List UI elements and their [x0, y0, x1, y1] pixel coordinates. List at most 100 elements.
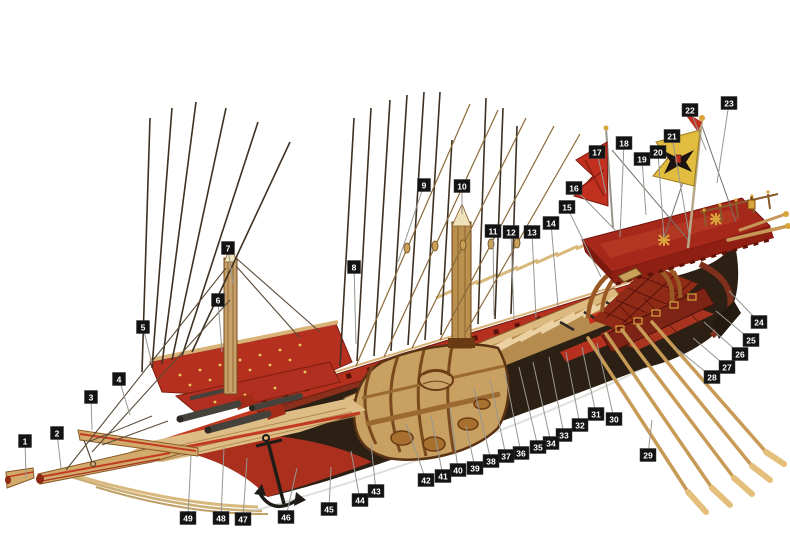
callout-number: 27 [722, 363, 732, 373]
callout-14: 14 [542, 216, 560, 307]
callout-number: 22 [685, 106, 695, 116]
leader-line [370, 443, 377, 492]
callout-box [571, 418, 589, 432]
callout-43: 43 [367, 443, 385, 498]
leader-line [581, 346, 597, 415]
callout-box [529, 440, 547, 454]
leader-line [449, 406, 459, 471]
callout-41: 41 [430, 415, 452, 483]
callout-box [681, 103, 699, 117]
leader-line [430, 415, 444, 477]
callout-3: 3 [84, 390, 98, 431]
callout-number: 1 [23, 437, 28, 447]
callout-number: 11 [489, 227, 498, 237]
callout-box [434, 469, 452, 483]
callout-box [502, 225, 520, 239]
callout-box [18, 434, 32, 448]
bow-spur [5, 447, 187, 489]
callout-number: 29 [643, 451, 653, 461]
callout-number: 28 [707, 373, 717, 383]
callout-box [555, 428, 573, 442]
callout-15: 15 [558, 200, 602, 278]
leader-line [350, 450, 361, 501]
callout-number: 6 [216, 296, 221, 306]
leader-line [328, 466, 332, 510]
callout-number: 48 [216, 514, 226, 524]
callout-box [588, 145, 606, 159]
leader-line [489, 379, 507, 457]
callout-box [703, 370, 721, 384]
winch [418, 369, 454, 391]
callout-number: 3 [89, 393, 94, 403]
callout-48: 48 [212, 446, 230, 525]
leader-line [518, 366, 539, 448]
callout-box [639, 448, 657, 462]
leader-line [641, 158, 647, 216]
callout-box [221, 241, 235, 255]
callout-box [367, 484, 385, 498]
leader-line [397, 184, 425, 263]
callout-number: 30 [609, 415, 619, 425]
stern-canopy [581, 197, 774, 286]
callout-36: 36 [504, 372, 530, 460]
callout-44: 44 [350, 450, 369, 507]
callout-box [211, 293, 225, 307]
callout-47: 47 [234, 457, 252, 526]
callout-box [234, 512, 252, 526]
callout-box [482, 454, 500, 468]
callout-4: 4 [112, 372, 131, 416]
leader-line [548, 356, 565, 436]
callout-number: 39 [470, 464, 480, 474]
canopy-gold-ornaments [658, 213, 722, 246]
callout-number: 38 [486, 457, 496, 467]
callout-18: 18 [615, 136, 633, 238]
callout-box [179, 511, 197, 525]
drape-gold-dots [178, 343, 307, 404]
barrels [390, 398, 491, 452]
leader-line [550, 222, 559, 307]
callout-number: 25 [746, 336, 756, 346]
leader-line [285, 467, 298, 518]
callout-21: 21 [663, 129, 691, 241]
rambade-drape [149, 320, 353, 417]
callout-number: 41 [438, 472, 448, 482]
callout-box [649, 145, 667, 159]
boarding-spar [77, 415, 199, 468]
leader-line [187, 454, 192, 519]
callout-38: 38 [473, 387, 500, 468]
callout-30: 30 [596, 342, 623, 426]
callout-box [742, 333, 760, 347]
callout-number: 4 [117, 375, 122, 385]
callout-number: 15 [562, 203, 572, 213]
callout-23: 23 [716, 96, 738, 184]
leader-line [473, 387, 492, 462]
callout-number: 33 [559, 431, 569, 441]
leader-line [619, 142, 625, 238]
callout-29: 29 [639, 419, 657, 462]
callout-12: 12 [502, 225, 520, 321]
callout-number: 44 [355, 496, 365, 506]
callout-28: 28 [675, 347, 721, 384]
callout-13: 13 [523, 225, 541, 319]
callout-number: 2 [55, 429, 60, 439]
leader-line [671, 135, 691, 241]
imperial-flag [652, 110, 705, 249]
callout-box [587, 407, 605, 421]
red-ensign [573, 125, 614, 229]
callout-box [558, 200, 576, 214]
callout-46: 46 [277, 467, 298, 524]
callout-2: 2 [50, 426, 64, 469]
leader-line [242, 457, 248, 520]
callout-number: 47 [238, 515, 248, 525]
rigging-blocks [403, 237, 521, 254]
callout-box [136, 320, 150, 334]
stored-pikes [141, 91, 518, 373]
leader-line [531, 231, 537, 319]
leader-line [504, 372, 522, 454]
callout-number: 8 [352, 263, 357, 273]
callout-box [50, 426, 64, 440]
callout-number: 26 [735, 350, 745, 360]
anchor [254, 434, 306, 508]
callout-22: 22 [681, 103, 707, 151]
